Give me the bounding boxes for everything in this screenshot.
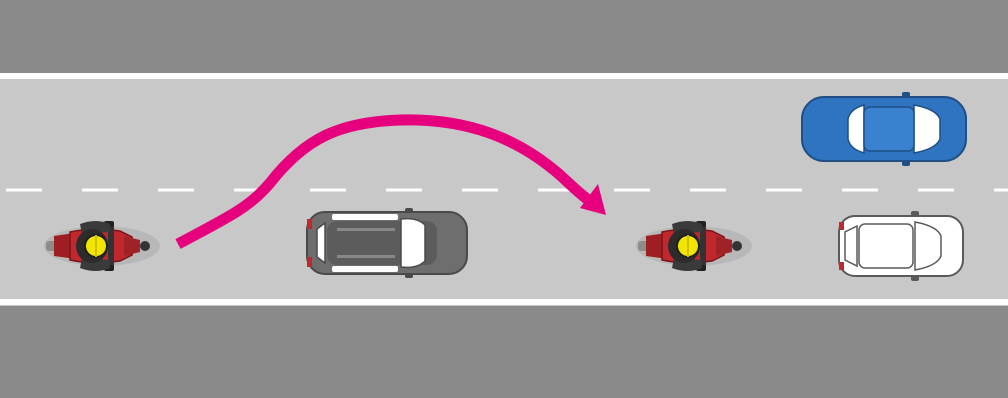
car-icon: [802, 92, 966, 166]
lower-verge: [0, 306, 1008, 398]
car-icon: [839, 211, 963, 281]
upper-verge: [0, 0, 1008, 73]
upper-edge-line: [0, 73, 1008, 79]
lower-edge-line: [0, 299, 1008, 305]
suv-icon: [307, 208, 467, 278]
